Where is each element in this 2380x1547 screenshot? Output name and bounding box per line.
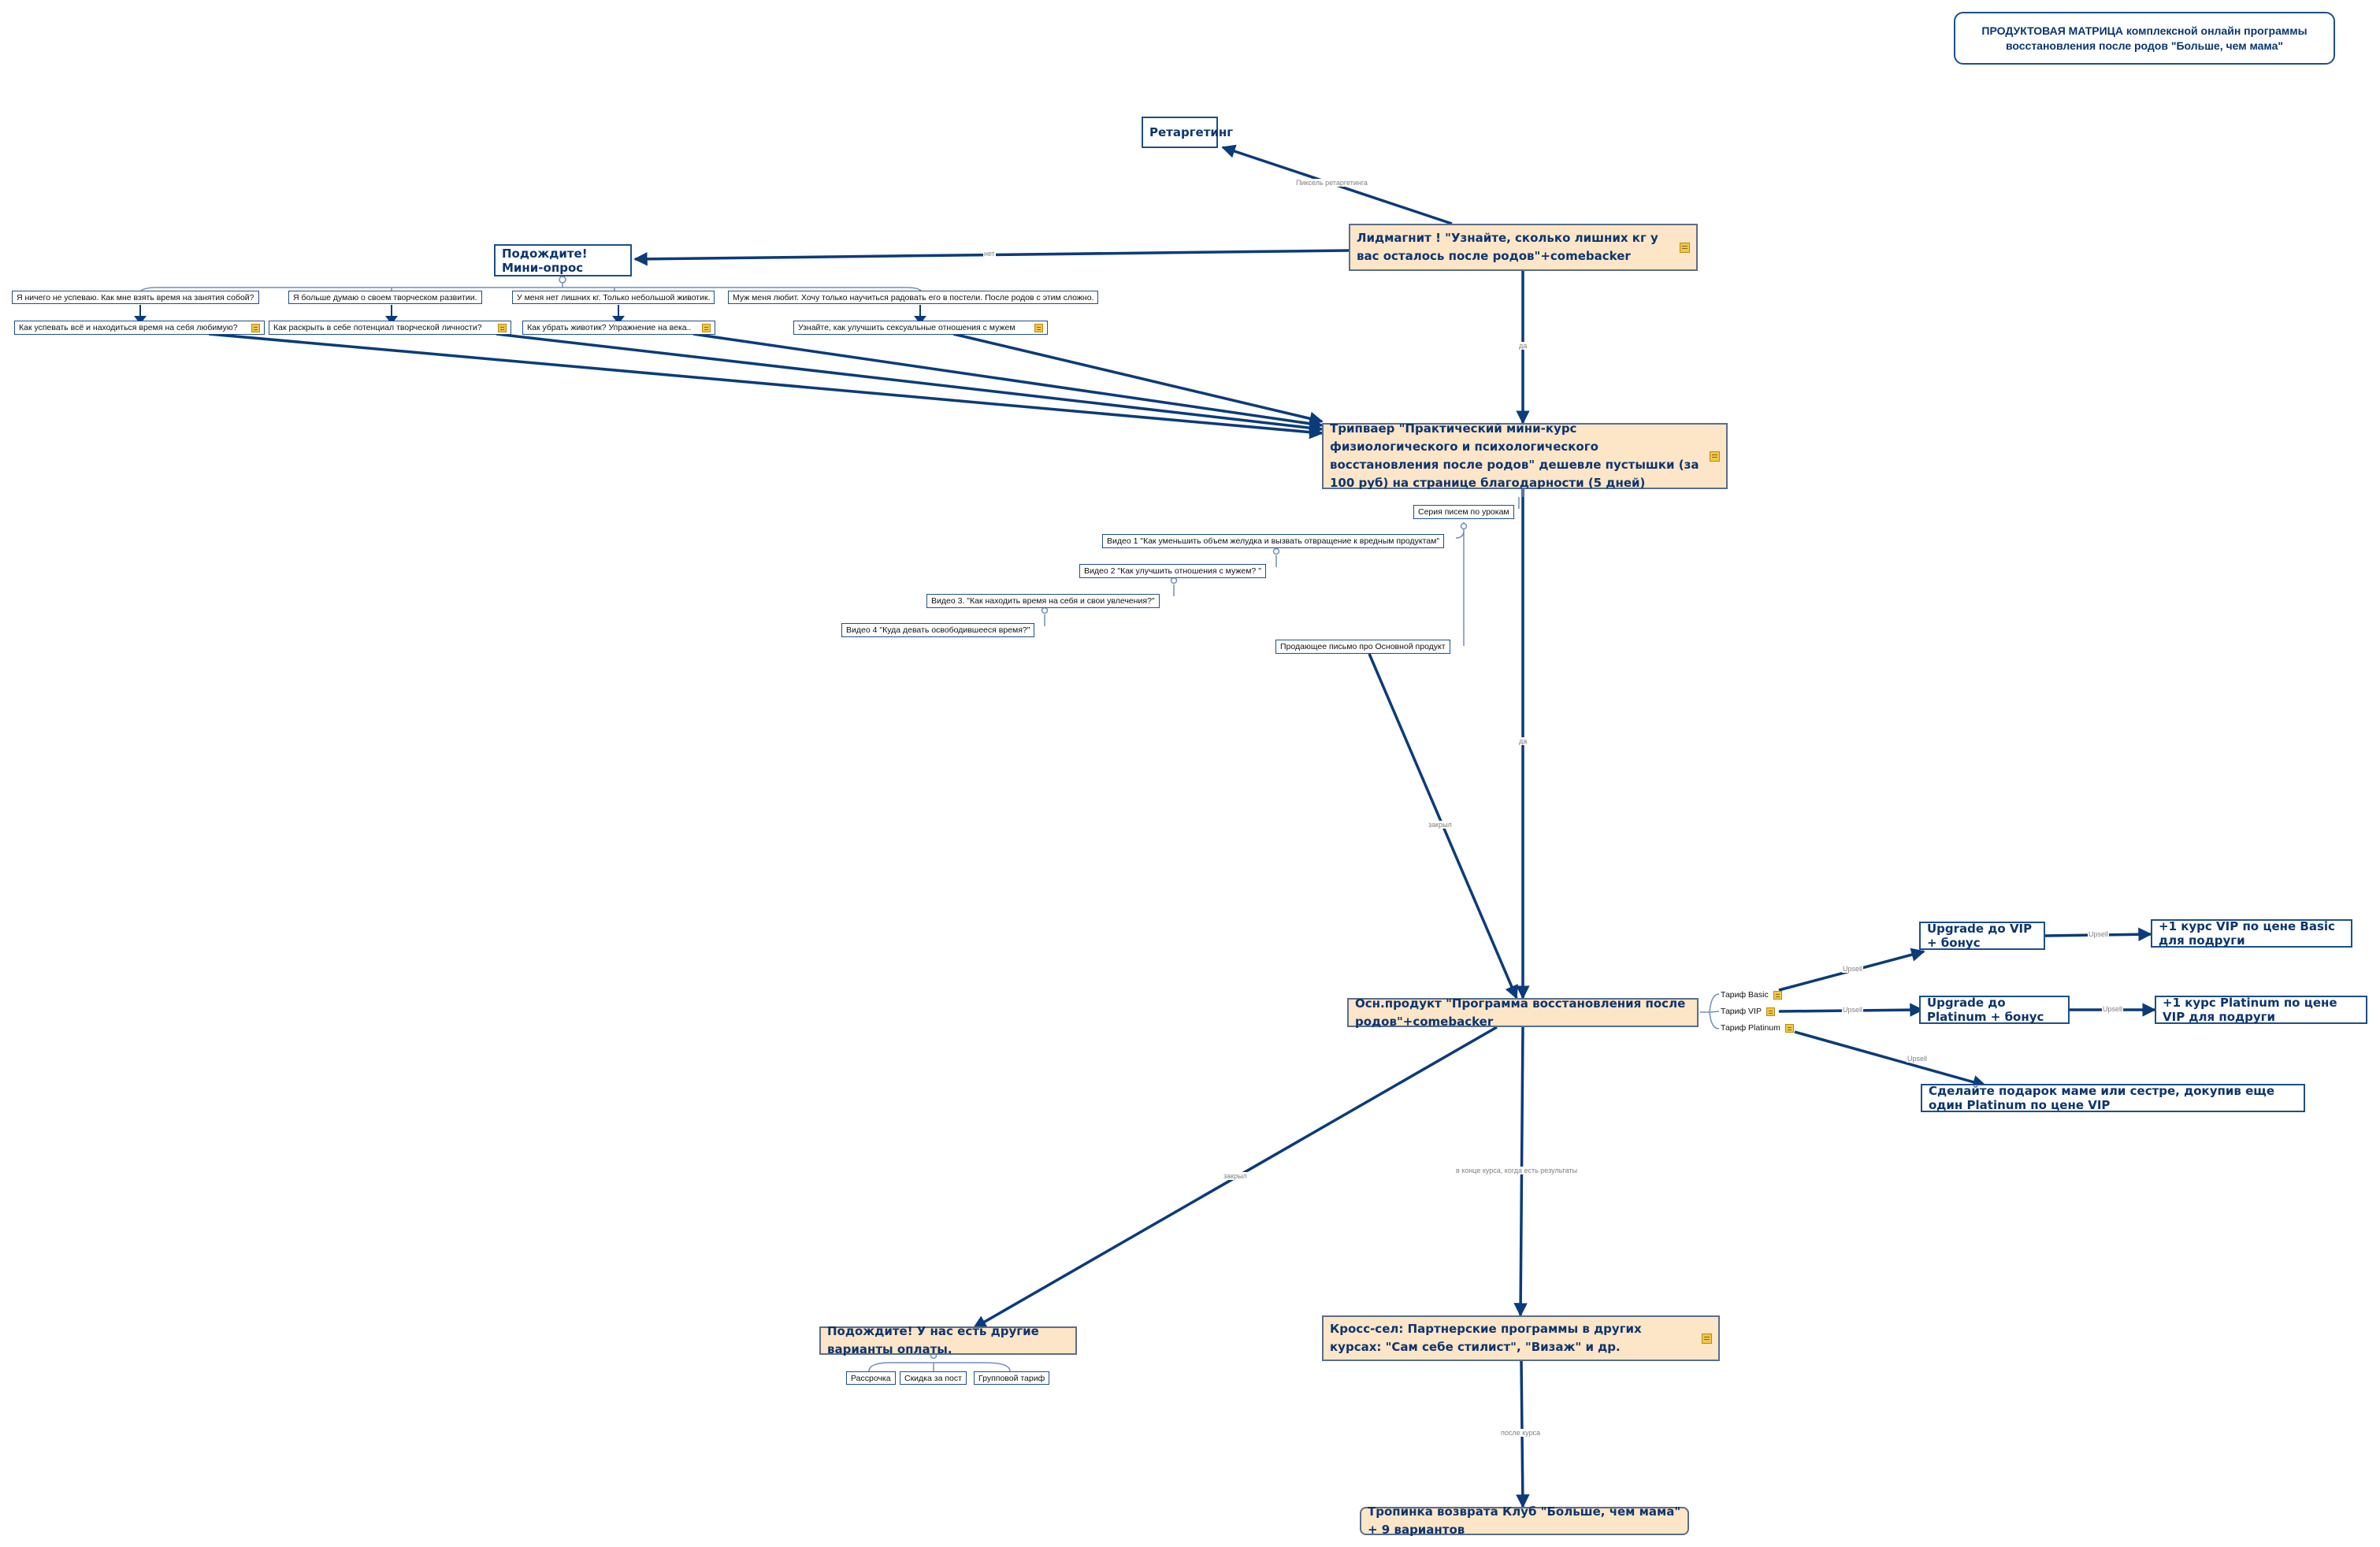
note-icon[interactable] [498, 323, 507, 332]
edge-label-upsell-5: Upsell [2102, 1005, 2124, 1013]
node-vip-course-friend[interactable]: +1 курс VIP по цене Basic для подруги [2151, 919, 2352, 948]
note-icon[interactable] [1784, 1023, 1794, 1033]
node-video-4[interactable]: Видео 4 "Куда девать освободившееся врем… [841, 623, 1035, 637]
edge-label-after-course: после курса [1500, 1429, 1542, 1437]
node-tariff-platinum[interactable]: Тариф Platinum [1721, 1022, 1794, 1033]
node-tariff-basic[interactable]: Тариф Basic [1721, 989, 1782, 1000]
branch-main-tariffs [1700, 993, 1720, 1029]
arrow-q3-a3-head [612, 316, 625, 325]
node-tariff-vip[interactable]: Тариф VIP [1721, 1006, 1775, 1017]
node-video-2[interactable]: Видео 2 "Как улучшить отношения с мужем?… [1079, 564, 1266, 578]
survey-answer-4[interactable]: Узнайте, как улучшить сексуальные отноше… [793, 321, 1048, 335]
node-minisurvey-label: Подождите! Мини-опрос [502, 246, 588, 275]
node-selling-letter[interactable]: Продающее письмо про Основной продукт [1275, 640, 1450, 654]
branch-survey-questions [139, 280, 923, 294]
node-tripwire-label: Трипваер "Практический мини-курс физиоло… [1330, 421, 1699, 490]
branch-letters-videos [1044, 522, 1465, 646]
edge-label-no: нет [983, 250, 996, 258]
edge-label-upsell-1: Upsell [1842, 965, 1864, 973]
node-discount[interactable]: Скидка за пост [900, 1371, 967, 1385]
branch-video3-node [1041, 607, 1049, 614]
node-group-tariff[interactable]: Групповой тариф [974, 1371, 1050, 1385]
survey-question-4[interactable]: Муж меня любит. Хочу только научиться ра… [728, 291, 1099, 304]
node-other-payment[interactable]: Подождите! У нас есть другие варианты оп… [819, 1324, 1077, 1356]
node-tripwire[interactable]: Трипваер "Практический мини-курс физиоло… [1322, 421, 1728, 490]
node-installment[interactable]: Рассрочка [846, 1371, 896, 1385]
survey-question-3[interactable]: У меня нет лишних кг. Только небольшой ж… [512, 291, 715, 304]
branch-video1-node [1272, 547, 1280, 555]
node-cross-sell[interactable]: Кросс-сел: Партнерские программы в други… [1322, 1315, 1720, 1361]
branch-letters-node [1460, 522, 1468, 530]
node-platinum-course-friend[interactable]: +1 курс Platinum по цене VIP для подруги [2155, 996, 2367, 1024]
edge-label-pixel: Пиксель ретаргетинга [1295, 179, 1368, 187]
note-icon[interactable] [1702, 1333, 1712, 1344]
note-icon[interactable] [1034, 323, 1043, 332]
node-video-1[interactable]: Видео 1 "Как уменьшить объем желудка и в… [1102, 534, 1445, 548]
node-upgrade-platinum[interactable]: Upgrade до Platinum + бонус [1919, 996, 2070, 1024]
survey-answer-2[interactable]: Как раскрыть в себе потенциал творческой… [269, 321, 511, 335]
node-gift[interactable]: Сделайте подарок маме или сестре, докупи… [1921, 1084, 2305, 1112]
branch-video2-node [1170, 577, 1178, 584]
note-icon[interactable] [251, 323, 260, 332]
note-icon[interactable] [1766, 1007, 1775, 1016]
edge-platinum-gift [1794, 1030, 1987, 1089]
edge-label-upsell-2: Upsell [1842, 1006, 1864, 1014]
edge-label-course-end: в конце курса, когда есть результаты [1455, 1167, 1579, 1174]
edge-label-yes-2: да [1518, 737, 1528, 745]
arrow-q1-a1-head [134, 316, 147, 325]
arrow-q4-a4-head [914, 316, 926, 325]
note-icon[interactable] [1710, 451, 1720, 462]
edge-a3-tripwire [692, 332, 1324, 431]
edge-label-upsell-4: Upsell [2088, 930, 2110, 938]
node-return-club[interactable]: Тропинка возврата Клуб "Больше, чем мама… [1360, 1504, 1689, 1537]
node-retargeting-label: Ретаргетинг [1149, 125, 1234, 139]
node-retargeting[interactable]: Ретаргетинг [1142, 117, 1233, 148]
edge-label-yes-1: да [1518, 342, 1528, 350]
edge-a2-tripwire [496, 332, 1324, 435]
edge-label-closed: закрыл [1428, 821, 1453, 829]
node-video-3[interactable]: Видео 3. "Как находить время на себя и с… [926, 594, 1160, 608]
edge-a1-tripwire [208, 332, 1324, 440]
node-letters-series[interactable]: Серия писем по урокам [1413, 505, 1514, 519]
note-icon[interactable] [1680, 242, 1690, 253]
node-main-product[interactable]: Осн.продукт "Программа восстановления по… [1347, 996, 1699, 1029]
page-title: ПРОДУКТОВАЯ МАТРИЦА комплексной онлайн п… [1954, 12, 2335, 65]
note-icon[interactable] [702, 323, 711, 332]
survey-answer-3[interactable]: Как убрать животик? Упражнение на века.. [522, 321, 715, 335]
survey-question-1[interactable]: Я ничего не успеваю. Как мне взять время… [12, 291, 259, 304]
edge-label-closed-2: закрыл [1223, 1172, 1248, 1180]
note-icon[interactable] [1773, 990, 1782, 1000]
edge-label-upsell-3: Upsell [1907, 1055, 1929, 1063]
arrow-q2-a2-head [385, 316, 398, 325]
survey-answer-1[interactable]: Как успевать всё и находиться время на с… [14, 321, 265, 335]
branch-survey-node [559, 276, 566, 284]
node-leadmagnet[interactable]: Лидмагнит ! "Узнайте, сколько лишних кг … [1349, 224, 1698, 271]
node-leadmagnet-label: Лидмагнит ! "Узнайте, сколько лишних кг … [1357, 231, 1658, 263]
node-minisurvey[interactable]: Подождите! Мини-опрос [494, 244, 632, 276]
survey-question-2[interactable]: Я больше думаю о своем творческом развит… [288, 291, 482, 304]
node-upgrade-vip[interactable]: Upgrade до VIP + бонус [1919, 922, 2045, 950]
survey-arrows [134, 305, 926, 325]
edge-a4-tripwire [952, 332, 1324, 425]
branch-tripwire-letters [1518, 489, 1524, 509]
node-main-product-label: Осн.продукт "Программа восстановления по… [1355, 996, 1686, 1029]
